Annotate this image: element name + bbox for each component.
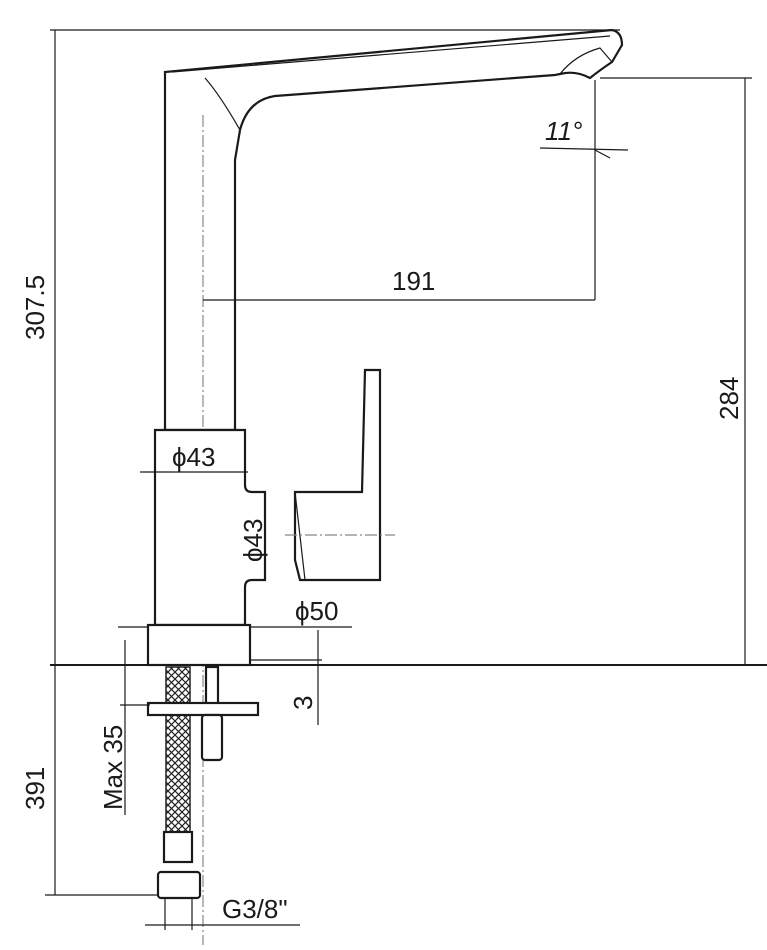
hose-fitting xyxy=(162,830,194,864)
base-gap-label: 3 xyxy=(288,696,318,710)
hose-nut xyxy=(156,870,202,900)
spout-angle-label: 11° xyxy=(545,116,582,146)
hose-length-label: 391 xyxy=(20,767,50,810)
total-height-dimension xyxy=(45,29,620,896)
body-diameter-label: ϕ43 xyxy=(172,442,215,472)
spout-reach-label: 191 xyxy=(392,266,435,296)
handle xyxy=(293,368,382,582)
spout-height-label: 284 xyxy=(714,377,744,420)
max-thickness-label: Max 35 xyxy=(98,725,128,810)
total-height-label: 307.5 xyxy=(20,275,50,340)
base-ring xyxy=(146,623,252,667)
hose xyxy=(165,666,191,833)
mounting-plate xyxy=(146,701,260,717)
spout xyxy=(163,28,624,432)
base-diameter-label: ϕ50 xyxy=(295,596,338,626)
handle-diameter-label: ϕ43 xyxy=(238,519,268,562)
thread-label: G3/8" xyxy=(222,894,288,924)
